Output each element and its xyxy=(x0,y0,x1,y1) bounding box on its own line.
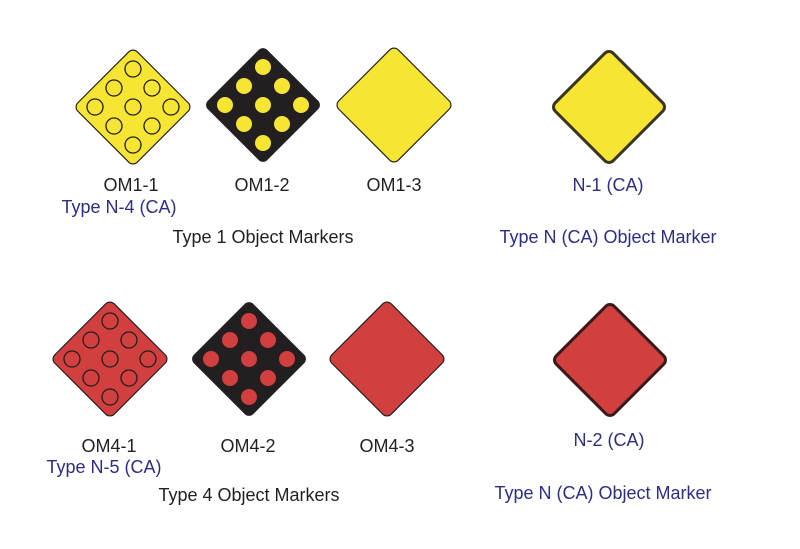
om1-3-marker xyxy=(336,47,452,163)
om1-2-code: OM1-2 xyxy=(234,175,290,195)
type-n-ca-title-1: Type N (CA) Object Marker xyxy=(499,227,717,247)
om4-1-alt-code: Type N-5 (CA) xyxy=(46,457,162,477)
om1-1-alt-code: Type N-4 (CA) xyxy=(61,197,177,217)
om4-3-marker xyxy=(329,301,445,417)
om1-1-marker xyxy=(75,49,191,165)
om4-3-code: OM4-3 xyxy=(359,436,415,456)
n-1-ca-code: N-1 (CA) xyxy=(572,175,644,195)
type-n-ca-title-2: Type N (CA) Object Marker xyxy=(494,483,712,503)
om4-1-marker xyxy=(52,301,168,417)
n-2-ca-marker xyxy=(553,303,667,417)
om4-2-code: OM4-2 xyxy=(220,436,276,456)
om1-2-marker xyxy=(206,48,320,162)
n-2-ca-code: N-2 (CA) xyxy=(573,430,645,450)
om4-2-marker xyxy=(192,302,306,416)
om1-3-code: OM1-3 xyxy=(366,175,422,195)
n-1-ca-marker xyxy=(552,50,666,164)
type1-group-title: Type 1 Object Markers xyxy=(172,227,354,247)
om1-1-code: OM1-1 xyxy=(103,175,159,195)
om4-1-code: OM4-1 xyxy=(81,436,137,456)
type4-group-title: Type 4 Object Markers xyxy=(158,485,340,505)
